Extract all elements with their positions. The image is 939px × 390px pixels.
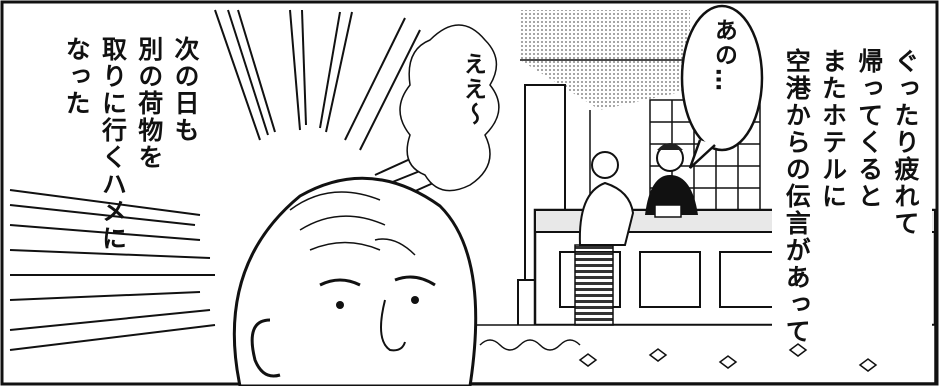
narration-box-left [40, 30, 205, 180]
worried-man-face [232, 176, 478, 388]
hotel-guest [574, 151, 635, 326]
narration-text-left: 次の日も 別の荷物を 取りに行くハメに なった [62, 36, 200, 252]
thought-cloud [399, 24, 500, 192]
speed-lines [9, 9, 441, 351]
hotel-clerk [645, 143, 698, 218]
speech-text-clerk: あの… [710, 18, 737, 93]
narration-box-right [772, 10, 932, 340]
narration-text-right: ぐったり疲れて 帰ってくると またホテルに 空港からの伝言があって [782, 48, 920, 345]
speech-text-man: ええ〜 [459, 52, 486, 127]
speech-bubble-clerk [680, 4, 764, 152]
